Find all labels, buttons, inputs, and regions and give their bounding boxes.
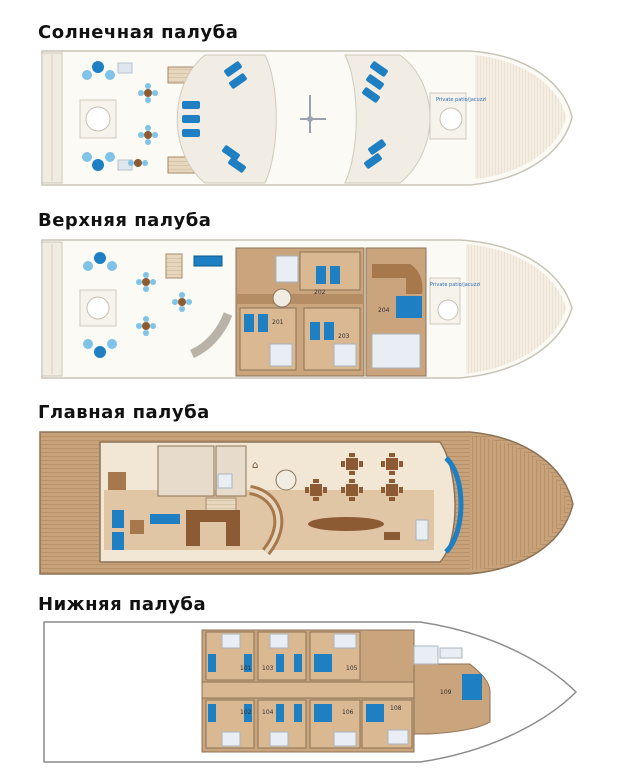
deck-title-main: Главная палуба [38, 402, 210, 423]
lower-cabins-top [205, 631, 361, 681]
lower-cabin-106: 106 [342, 709, 354, 716]
upper-deck-plan: 202 201 203 204 Private patio/jacuzzi [41, 239, 573, 379]
deck-title-lower: Нижняя палуба [38, 594, 207, 615]
main-deck-plan: ⌂ [39, 431, 574, 575]
basket-icon: ⌂ [252, 460, 258, 471]
sun-deck-plan: Private patio/jacuzzi [41, 50, 573, 186]
sun-tables [128, 83, 158, 167]
sun-loungers-stern [82, 61, 133, 171]
lower-cabin-102: 102 [240, 709, 252, 716]
upper-cabin-202: 202 [314, 289, 326, 296]
upper-cabin-204: 204 [378, 307, 390, 314]
upper-tables [136, 272, 192, 336]
lower-cabin-104: 104 [262, 709, 274, 716]
main-spiral-stair [275, 469, 297, 491]
sun-lounge-area-fwd [344, 54, 431, 184]
main-sofa-3 [150, 514, 180, 524]
main-bow-deck [470, 436, 567, 570]
upper-bow-deck [466, 244, 566, 374]
lower-cabin-101: 101 [240, 665, 252, 672]
main-sofa-2 [112, 532, 124, 550]
upper-jacuzzi-label: Private patio/jacuzzi [430, 282, 480, 288]
upper-cabin-201: 201 [272, 319, 284, 326]
lower-cabin-108: 108 [390, 705, 402, 712]
sun-jacuzzi-label: Private patio/jacuzzi [436, 97, 486, 103]
lower-cabins-bottom [205, 699, 413, 749]
main-bow-window [444, 456, 464, 554]
upper-cabin-203: 203 [338, 333, 350, 340]
sun-loungers-aft [182, 61, 247, 173]
lower-deck-plan: 101 103 105 102 104 106 108 109 [43, 621, 578, 763]
main-sofa-1 [112, 510, 124, 528]
upper-bar-curve [189, 312, 233, 359]
lower-cabin-103: 103 [262, 665, 274, 672]
sun-bow-deck [475, 55, 566, 179]
upper-corridor [236, 294, 364, 304]
deck-title-upper: Верхняя палуба [38, 210, 212, 231]
sun-jacuzzi-stern [79, 99, 117, 139]
main-stairs [205, 497, 237, 513]
deck-title-sun: Солнечная палуба [38, 22, 239, 43]
upper-lounge-seating [79, 252, 117, 358]
sun-lounge-area-aft [176, 54, 277, 184]
main-dining-tables [305, 453, 403, 501]
upper-sofa [193, 255, 223, 267]
main-bar-counter [186, 510, 240, 546]
sun-jacuzzi-fwd [439, 107, 463, 131]
upper-stairs [165, 253, 183, 279]
sun-loungers-fwd [362, 61, 388, 169]
sun-mast [300, 95, 326, 133]
lower-cabin-105: 105 [346, 665, 358, 672]
lower-cabin-109: 109 [440, 689, 452, 696]
upper-spiral-stair [272, 288, 292, 308]
main-oval-table [308, 517, 384, 531]
